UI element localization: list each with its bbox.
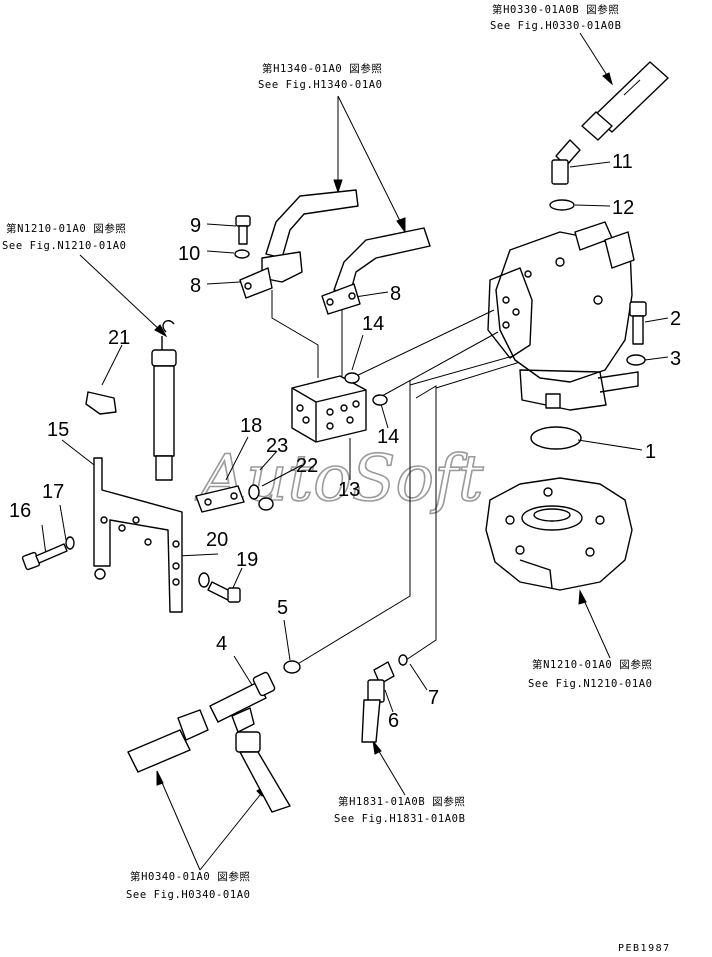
ref-n1210-right-en: See Fig.N1210-01A0 [528, 678, 653, 690]
drawing-code: PEB1987 [618, 943, 671, 954]
callout-19[interactable]: 19 [236, 549, 258, 571]
callout-17[interactable]: 17 [42, 481, 64, 503]
split-flange-right [321, 283, 361, 315]
callout-6[interactable]: 6 [388, 710, 399, 732]
ref-h0340-en: See Fig.H0340-01A0 [126, 889, 251, 901]
bolt-19 [207, 581, 241, 603]
hose-h0340-right [235, 731, 291, 813]
callouts: 1 2 3 4 5 6 7 8 8 9 10 11 12 13 14 14 15… [9, 151, 681, 732]
o-ring-14b [372, 394, 388, 406]
ref-h0330-en: See Fig.H0330-01A0B [490, 20, 622, 32]
callout-2[interactable]: 2 [670, 308, 681, 330]
swing-motor [487, 221, 639, 411]
callout-5[interactable]: 5 [277, 597, 288, 619]
ref-h0330-ja: 第H0330-01A0B 図参照 [492, 3, 619, 16]
ref-n1210-left[interactable]: 第N1210-01A0 図参照 See Fig.N1210-01A0 [2, 222, 127, 252]
ref-h1340-en: See Fig.H1340-01A0 [258, 79, 383, 91]
ref-h0340-ja: 第H0340-01A0 図参照 [130, 870, 251, 883]
ref-h1340-ja: 第H1340-01A0 図参照 [262, 62, 383, 75]
hose-h1340-right [333, 227, 431, 295]
bolt-2 [629, 301, 647, 345]
o-ring-14a [344, 372, 360, 384]
o-ring-1 [530, 426, 582, 450]
washer-3 [626, 354, 646, 366]
bracket-15 [93, 457, 183, 613]
hose-h0340-left [127, 709, 209, 773]
manifold-block [291, 375, 367, 443]
callout-1[interactable]: 1 [645, 441, 656, 463]
ref-h1831[interactable]: 第H1831-01A0B 図参照 See Fig.H1831-01A0B [334, 795, 466, 825]
callout-11[interactable]: 11 [612, 151, 633, 173]
bolt-16 [21, 543, 68, 571]
ref-h1831-ja: 第H1831-01A0B 図参照 [338, 795, 465, 808]
split-flange-left [239, 267, 273, 299]
ref-n1210-left-ja: 第N1210-01A0 図参照 [6, 222, 127, 235]
washer-10 [234, 249, 250, 259]
callout-18[interactable]: 18 [240, 415, 262, 437]
callout-9[interactable]: 9 [190, 215, 201, 237]
callout-7[interactable]: 7 [428, 687, 439, 709]
o-ring-5 [283, 660, 301, 674]
sensor-21 [151, 320, 177, 481]
o-ring-7 [398, 654, 408, 666]
ref-n1210-right[interactable]: 第N1210-01A0 図参照 See Fig.N1210-01A0 [528, 658, 653, 690]
ref-h1831-en: See Fig.H1831-01A0B [334, 813, 466, 825]
callout-3[interactable]: 3 [670, 348, 681, 370]
clip-21 [85, 391, 117, 415]
callout-14a[interactable]: 14 [362, 313, 384, 335]
washer-17 [65, 536, 75, 550]
ref-n1210-left-en: See Fig.N1210-01A0 [2, 240, 127, 252]
callout-13[interactable]: 13 [338, 479, 360, 501]
callout-10[interactable]: 10 [178, 243, 200, 265]
washer-20 [198, 572, 210, 588]
callout-16[interactable]: 16 [9, 500, 31, 522]
hose-h1340-left [261, 189, 359, 283]
callout-8a[interactable]: 8 [190, 275, 201, 297]
nut-23 [258, 497, 274, 511]
leader-lines [41, 32, 669, 871]
callout-8b[interactable]: 8 [390, 283, 401, 305]
o-ring-12 [549, 199, 575, 211]
callout-15[interactable]: 15 [47, 419, 69, 441]
hose-h0330 [581, 61, 669, 141]
ref-h0340[interactable]: 第H0340-01A0 図参照 See Fig.H0340-01A0 [126, 870, 251, 901]
callout-12[interactable]: 12 [612, 197, 634, 219]
callout-23[interactable]: 23 [266, 435, 288, 457]
clamp-18 [195, 485, 245, 513]
washer-22 [248, 484, 260, 500]
elbow-fitting-6 [361, 661, 395, 743]
ref-h1340[interactable]: 第H1340-01A0 図参照 See Fig.H1340-01A0 [258, 62, 383, 91]
elbow-fitting [551, 139, 581, 185]
ref-h0330[interactable]: 第H0330-01A0B 図参照 See Fig.H0330-01A0B [490, 3, 622, 32]
tee-fitting-4 [209, 671, 276, 733]
callout-20[interactable]: 20 [206, 529, 228, 551]
callout-22[interactable]: 22 [296, 455, 318, 477]
callout-21[interactable]: 21 [108, 327, 130, 349]
housing [485, 477, 633, 591]
callout-4[interactable]: 4 [216, 633, 227, 655]
ref-n1210-right-ja: 第N1210-01A0 図参照 [532, 658, 653, 671]
bolt-9 [235, 215, 251, 245]
callout-14b[interactable]: 14 [377, 426, 399, 448]
